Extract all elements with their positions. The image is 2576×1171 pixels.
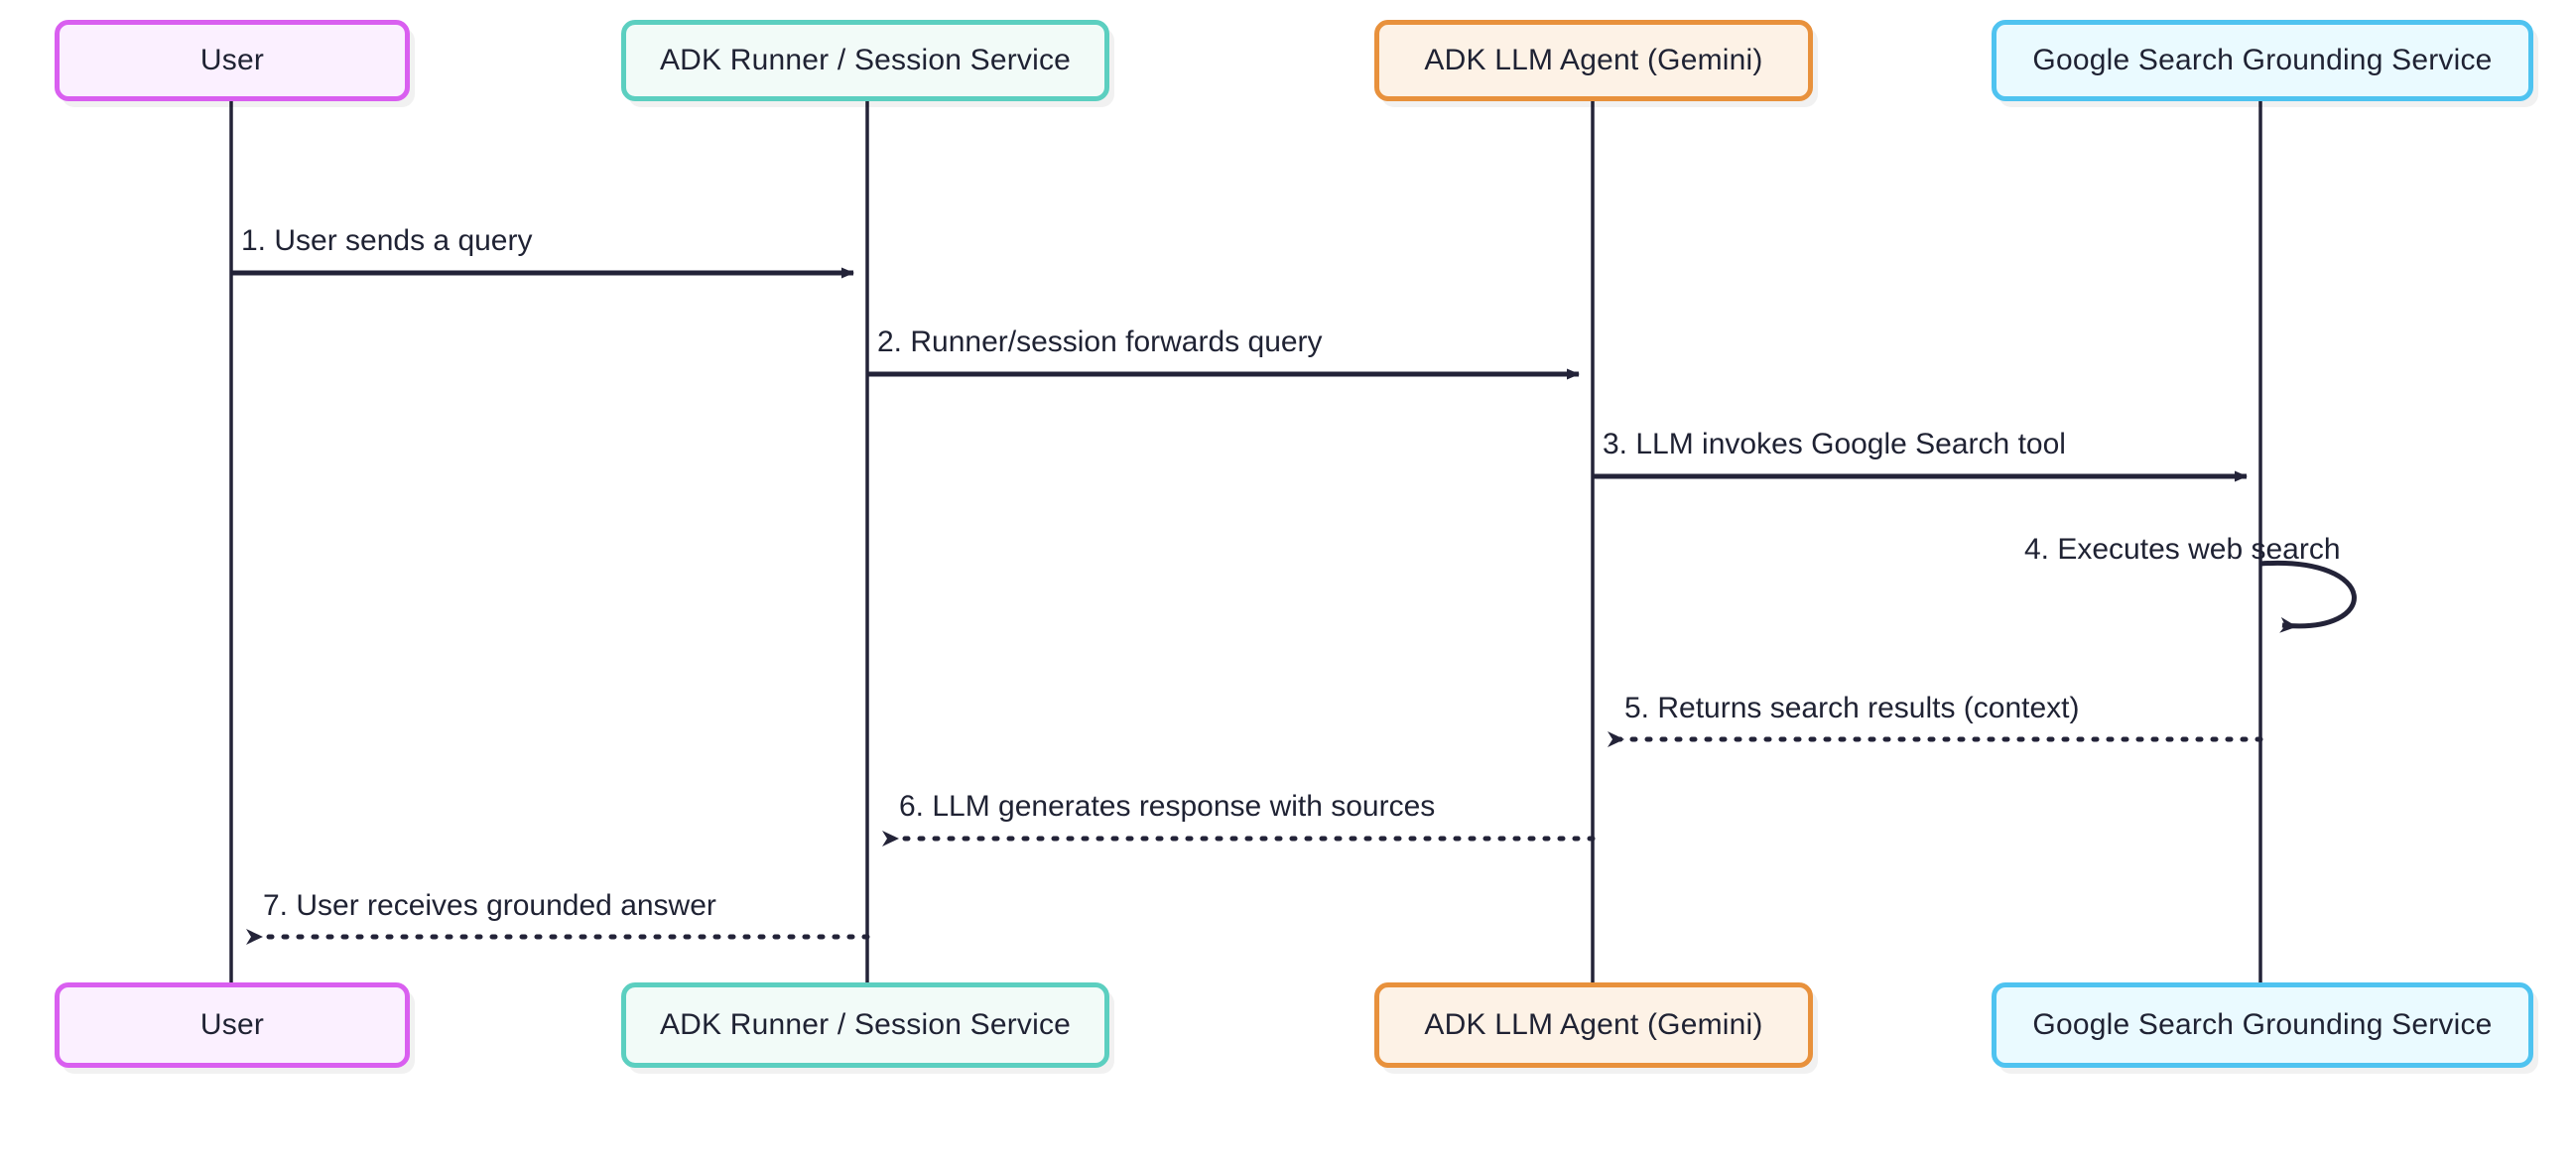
message-label-7: 7. User receives grounded answer <box>263 889 716 922</box>
lifeline-hit-runner[interactable] <box>859 101 875 982</box>
message-arrow-4-self-loop <box>2259 560 2357 633</box>
participant-box-agent-bottom[interactable]: ADK LLM Agent (Gemini) <box>1374 982 1813 1068</box>
lifeline-hit-user[interactable] <box>223 101 239 982</box>
participant-label-search-top: Google Search Grounding Service <box>2032 44 2493 76</box>
participant-box-agent-top[interactable]: ADK LLM Agent (Gemini) <box>1374 20 1813 101</box>
participant-box-search-top[interactable]: Google Search Grounding Service <box>1992 20 2533 101</box>
message-hit-1[interactable] <box>231 259 866 289</box>
message-label-3: 3. LLM invokes Google Search tool <box>1603 428 2066 460</box>
participant-label-runner-bottom: ADK Runner / Session Service <box>659 1008 1072 1041</box>
participant-box-runner-bottom[interactable]: ADK Runner / Session Service <box>621 982 1109 1068</box>
message-hit-7[interactable] <box>231 923 867 953</box>
participant-label-search-bottom: Google Search Grounding Service <box>2032 1008 2493 1041</box>
participant-box-user-bottom[interactable]: User <box>55 982 410 1068</box>
message-label-2: 2. Runner/session forwards query <box>877 325 1323 358</box>
lifelines <box>229 101 2262 982</box>
lifeline-hit-agent[interactable] <box>1585 101 1601 982</box>
message-label-1: 1. User sends a query <box>241 224 533 257</box>
message-hit-3[interactable] <box>1593 462 2260 492</box>
participant-box-search-bottom[interactable]: Google Search Grounding Service <box>1992 982 2533 1068</box>
message-label-6: 6. LLM generates response with sources <box>899 790 1436 823</box>
participant-box-runner-top[interactable]: ADK Runner / Session Service <box>621 20 1109 101</box>
message-hit-6[interactable] <box>867 825 1593 854</box>
message-label-4: 4. Executes web search <box>2024 533 2341 566</box>
participant-box-user-top[interactable]: User <box>55 20 410 101</box>
participant-label-agent-top: ADK LLM Agent (Gemini) <box>1424 44 1763 76</box>
participant-label-user-top: User <box>199 44 265 76</box>
message-hit-4[interactable] <box>2260 556 2355 633</box>
message-label-5: 5. Returns search results (context) <box>1624 692 2080 724</box>
message-hit-2[interactable] <box>867 360 1593 390</box>
participant-label-agent-bottom: ADK LLM Agent (Gemini) <box>1424 1008 1763 1041</box>
participant-label-runner-top: ADK Runner / Session Service <box>659 44 1072 76</box>
participant-label-user-bottom: User <box>199 1008 265 1041</box>
message-hit-5[interactable] <box>1593 725 2260 755</box>
